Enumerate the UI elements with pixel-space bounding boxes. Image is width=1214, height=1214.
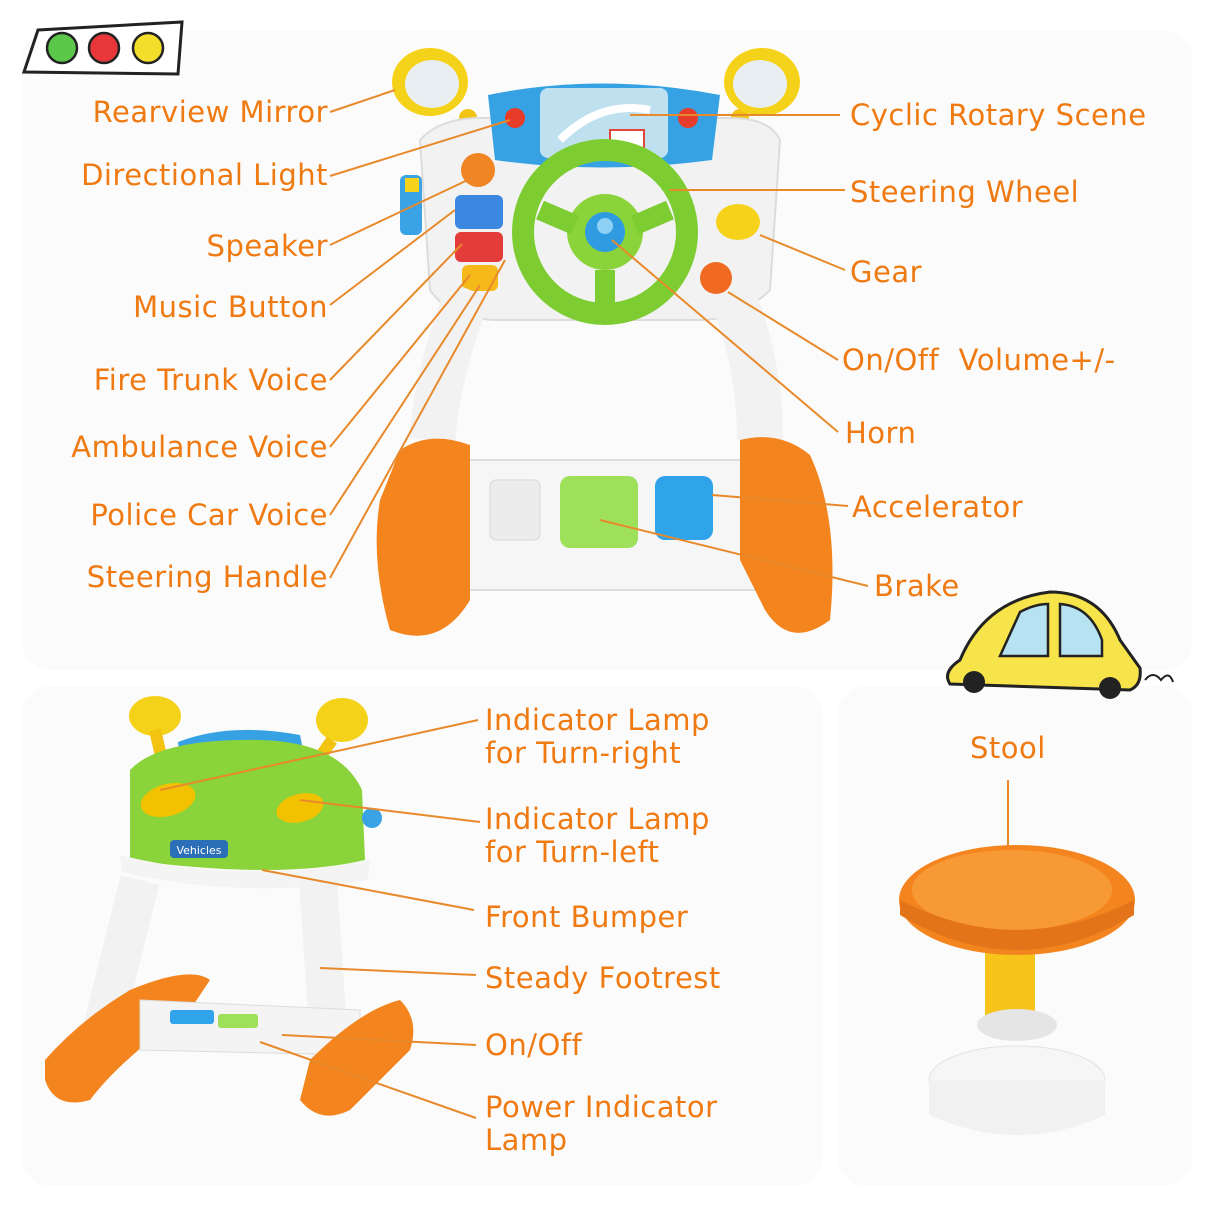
label-accelerator: Accelerator	[852, 490, 1024, 524]
label-turn-right-lamp-line1: Indicator Lamp	[485, 703, 710, 737]
label-front-bumper: Front Bumper	[485, 900, 689, 934]
label-brake: Brake	[874, 569, 960, 603]
car-doodle-icon	[946, 590, 1174, 699]
label-music-button: Music Button	[133, 290, 328, 324]
label-power-lamp-line2: Lamp	[485, 1123, 568, 1157]
label-turn-left-lamp-line1: Indicator Lamp	[485, 802, 710, 836]
traffic-light-icon	[21, 20, 184, 76]
label-stool: Stool	[970, 731, 1046, 765]
label-steady-footrest: Steady Footrest	[485, 961, 721, 995]
label-fire-trunk-voice: Fire Trunk Voice	[93, 363, 328, 397]
label-steering-wheel: Steering Wheel	[850, 175, 1080, 209]
side-view-toy: Vehicles	[45, 696, 414, 1116]
vehicles-badge: Vehicles	[176, 844, 221, 857]
label-horn: Horn	[845, 416, 917, 450]
label-on-off: On/Off	[485, 1028, 583, 1062]
label-ambulance-voice: Ambulance Voice	[71, 430, 328, 464]
label-gear: Gear	[850, 255, 923, 289]
label-rearview-mirror: Rearview Mirror	[92, 95, 328, 129]
label-steering-handle: Steering Handle	[86, 560, 328, 594]
stool	[899, 845, 1135, 1135]
label-police-car-voice: Police Car Voice	[90, 498, 328, 532]
label-turn-left-lamp-line2: for Turn-left	[485, 835, 660, 869]
dashboard-toy	[376, 48, 833, 636]
label-directional-light: Directional Light	[81, 158, 328, 192]
label-turn-right-lamp-line2: for Turn-right	[485, 736, 682, 770]
label-cyclic-rotary-scene: Cyclic Rotary Scene	[850, 98, 1147, 132]
top-leader-lines	[329, 89, 869, 587]
label-power-lamp-line1: Power Indicator	[485, 1090, 718, 1124]
label-speaker: Speaker	[206, 229, 328, 263]
label-on-off-volume: On/Off Volume+/-	[842, 343, 1116, 377]
